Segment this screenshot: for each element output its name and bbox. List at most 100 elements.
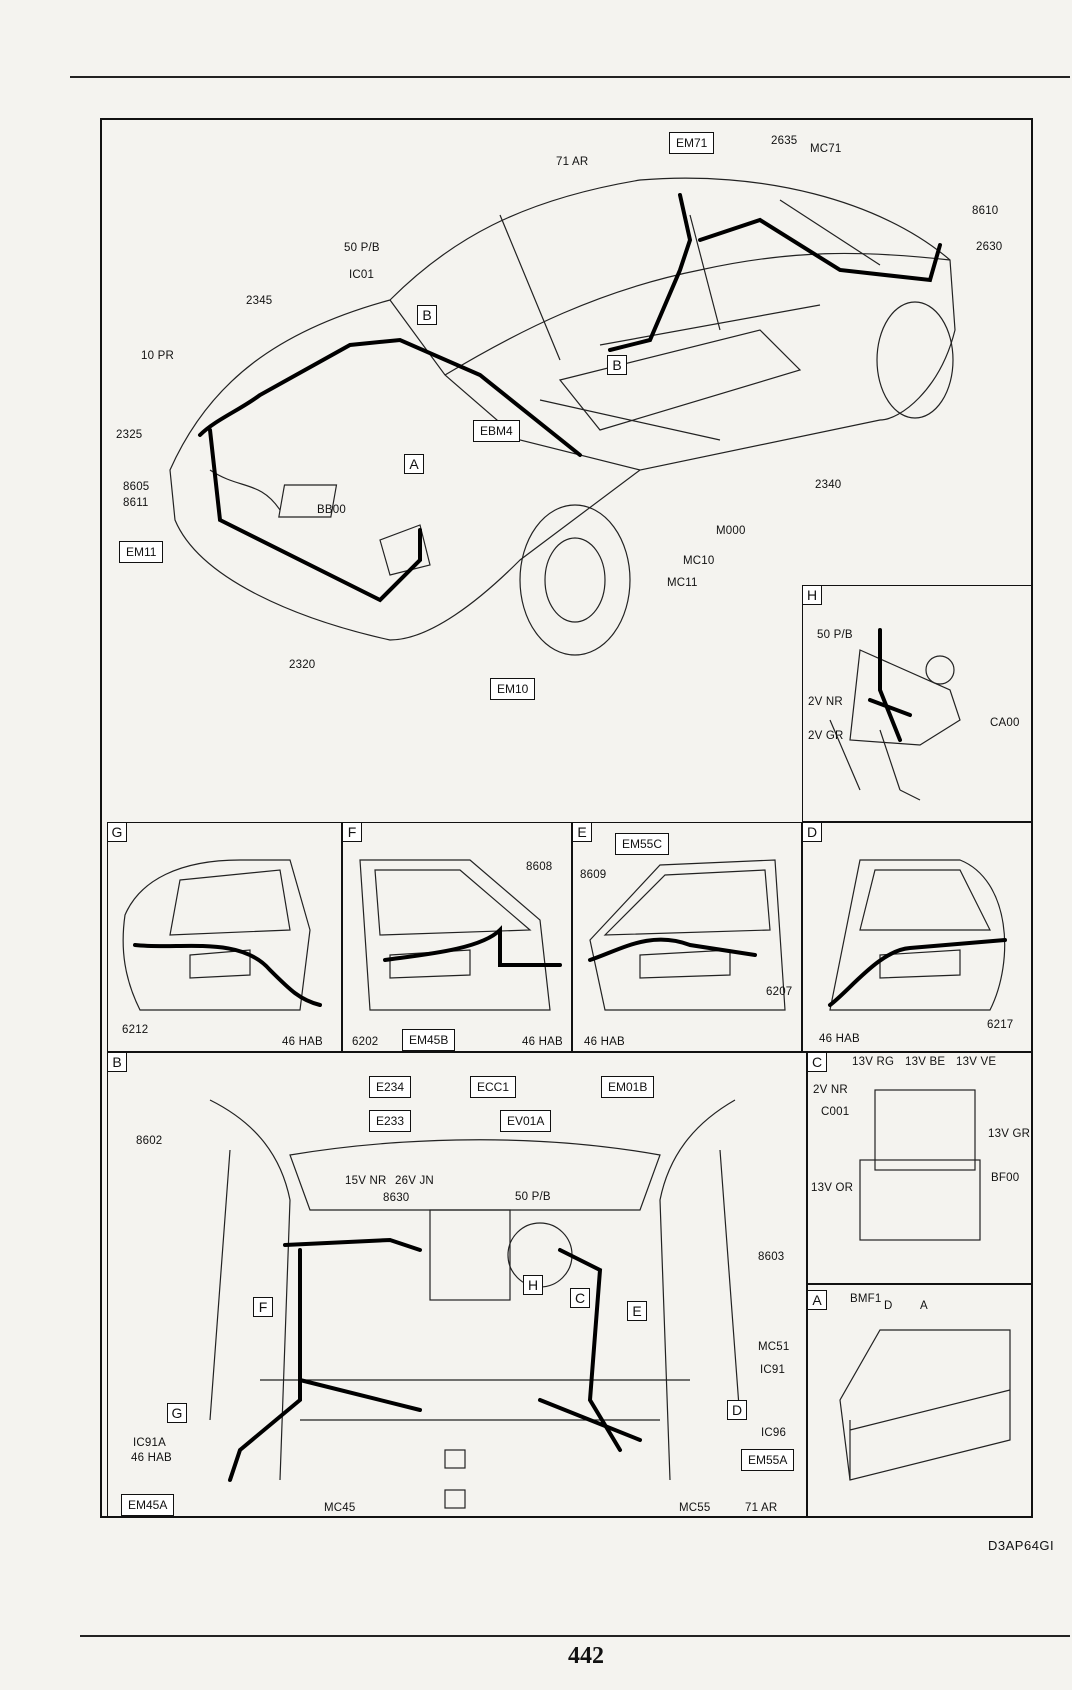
em45b-label: EM45B	[402, 1029, 456, 1051]
panel-d-letter: D	[802, 822, 822, 842]
connector-46hab-f: 46 HAB	[522, 1036, 563, 1048]
connector-46hab-d: 46 HAB	[819, 1033, 860, 1045]
em55c-label: EM55C	[615, 833, 670, 855]
connector-15vnr: 15V NR	[345, 1175, 387, 1187]
em71-label: EM71	[669, 132, 715, 154]
connector-46hab-b: 46 HAB	[131, 1452, 172, 1464]
panel-f-letter: F	[342, 822, 362, 842]
panel-f	[342, 822, 572, 1052]
connector-13vgr: 13V GR	[988, 1128, 1031, 1140]
connector-13vve: 13V VE	[956, 1056, 997, 1068]
bottom-rule	[80, 1635, 1070, 1637]
connector-8608: 8608	[526, 861, 553, 873]
connector-bb00: BB00	[317, 504, 346, 516]
panel-b-letter: B	[107, 1052, 127, 1072]
em11-label: EM11	[119, 541, 164, 563]
connector-ca00: CA00	[990, 717, 1020, 729]
callout-b-1: B	[417, 305, 437, 325]
figure-reference: D3AP64GI	[988, 1538, 1055, 1553]
panel-d	[802, 822, 1033, 1052]
connector-13vor: 13V OR	[811, 1182, 854, 1194]
connector-8602: 8602	[136, 1135, 163, 1147]
connector-2325: 2325	[116, 429, 143, 441]
callout-e: E	[627, 1301, 647, 1321]
e233-label: E233	[369, 1110, 412, 1132]
panel-a	[807, 1284, 1033, 1518]
connector-8605: 8605	[123, 481, 150, 493]
connector-13vbe: 13V BE	[905, 1056, 946, 1068]
connector-46hab-g: 46 HAB	[282, 1036, 323, 1048]
connector-8630: 8630	[383, 1192, 410, 1204]
connector-13vrg: 13V RG	[852, 1056, 895, 1068]
connector-2vnr-h: 2V NR	[808, 696, 843, 708]
connector-50pb: 50 P/B	[344, 242, 380, 254]
connector-8610: 8610	[972, 205, 999, 217]
connector-ic91a: IC91A	[133, 1437, 166, 1449]
callout-a-a: A	[920, 1300, 928, 1312]
connector-6207: 6207	[766, 986, 793, 998]
panel-h-letter: H	[802, 585, 822, 605]
connector-6202: 6202	[352, 1036, 379, 1048]
connector-46hab-e: 46 HAB	[584, 1036, 625, 1048]
connector-8603: 8603	[758, 1251, 785, 1263]
e234-label: E234	[369, 1076, 412, 1098]
page-number: 442	[568, 1643, 604, 1669]
ev01a-label: EV01A	[500, 1110, 552, 1132]
connector-6217: 6217	[987, 1019, 1014, 1031]
callout-d-a: D	[884, 1300, 893, 1312]
ecc1-label: ECC1	[470, 1076, 517, 1098]
connector-mc45: MC45	[324, 1502, 356, 1514]
connector-6212: 6212	[122, 1024, 149, 1036]
panel-c	[807, 1052, 1033, 1284]
panel-c-letter: C	[807, 1052, 827, 1072]
connector-ic91: IC91	[760, 1364, 786, 1376]
connector-2630: 2630	[976, 241, 1003, 253]
ebm4-label: EBM4	[473, 420, 520, 442]
panel-g-letter: G	[107, 822, 127, 842]
connector-2345: 2345	[246, 295, 273, 307]
connector-71ar-b: 71 AR	[745, 1502, 778, 1514]
connector-mc11: MC11	[667, 577, 698, 589]
connector-m000: M000	[716, 525, 746, 537]
connector-10pr: 10 PR	[141, 350, 174, 362]
em45a-label: EM45A	[121, 1494, 175, 1516]
callout-b-2: B	[607, 355, 627, 375]
panel-b	[107, 1052, 807, 1518]
connector-2635: 2635	[771, 135, 798, 147]
panel-h	[802, 585, 1033, 822]
connector-bf00: BF00	[991, 1172, 1020, 1184]
connector-71ar: 71 AR	[556, 156, 589, 168]
connector-mc51: MC51	[758, 1341, 790, 1353]
callout-h: H	[523, 1275, 543, 1295]
panel-e	[572, 822, 802, 1052]
em01b-label: EM01B	[601, 1076, 655, 1098]
connector-mc71: MC71	[810, 143, 842, 155]
connector-mc10: MC10	[683, 555, 715, 567]
connector-2320: 2320	[289, 659, 316, 671]
top-rule	[70, 76, 1070, 78]
connector-8611: 8611	[123, 497, 149, 509]
connector-2vnr-c: 2V NR	[813, 1084, 848, 1096]
callout-f: F	[253, 1297, 273, 1317]
connector-26vjn: 26V JN	[395, 1175, 434, 1187]
panel-g	[107, 822, 342, 1052]
connector-c001: C001	[821, 1106, 850, 1118]
connector-50pb-b: 50 P/B	[515, 1191, 551, 1203]
panel-e-letter: E	[572, 822, 592, 842]
em10-label: EM10	[490, 678, 536, 700]
connector-50pb-h: 50 P/B	[817, 629, 853, 641]
callout-c: C	[570, 1288, 590, 1308]
connector-ic01: IC01	[349, 269, 375, 281]
connector-2340: 2340	[815, 479, 842, 491]
connector-2vgr-h: 2V GR	[808, 730, 844, 742]
em55a-label: EM55A	[741, 1449, 795, 1471]
connector-mc55: MC55	[679, 1502, 711, 1514]
connector-8609: 8609	[580, 869, 607, 881]
callout-g: G	[167, 1403, 187, 1423]
panel-a-letter: A	[807, 1290, 827, 1310]
connector-ic96: IC96	[761, 1427, 787, 1439]
callout-d: D	[727, 1400, 747, 1420]
callout-a: A	[404, 454, 424, 474]
connector-bmf1: BMF1	[850, 1293, 882, 1305]
